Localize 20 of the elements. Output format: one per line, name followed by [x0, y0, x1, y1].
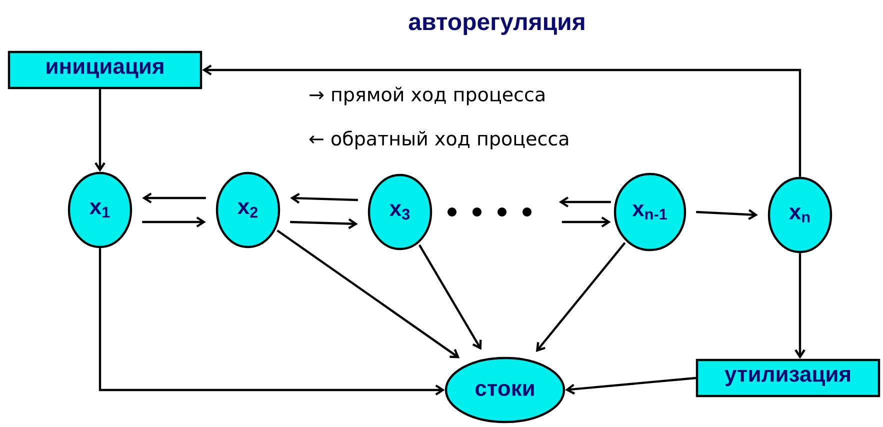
title: авторегуляция: [408, 17, 584, 35]
arrow: [290, 218, 358, 230]
arrow: [290, 192, 358, 204]
arrow: [696, 209, 758, 220]
arrow: [142, 192, 206, 204]
legend-text: ← обратный ход процесса: [309, 130, 568, 150]
arrow: [794, 253, 806, 359]
process-box: утилизация: [696, 358, 880, 398]
process-box: инициация: [8, 50, 202, 90]
arrow: [565, 376, 696, 395]
legend-text: → прямой ход процесса: [310, 86, 544, 106]
arrow: [94, 89, 106, 172]
arrow: [418, 244, 482, 350]
arrow: [142, 216, 206, 228]
arrow: [202, 64, 802, 177]
arrow: [536, 242, 626, 352]
arrow: [98, 248, 445, 396]
arrow: [558, 196, 611, 208]
arrow: [276, 230, 460, 358]
arrow: [562, 216, 611, 228]
